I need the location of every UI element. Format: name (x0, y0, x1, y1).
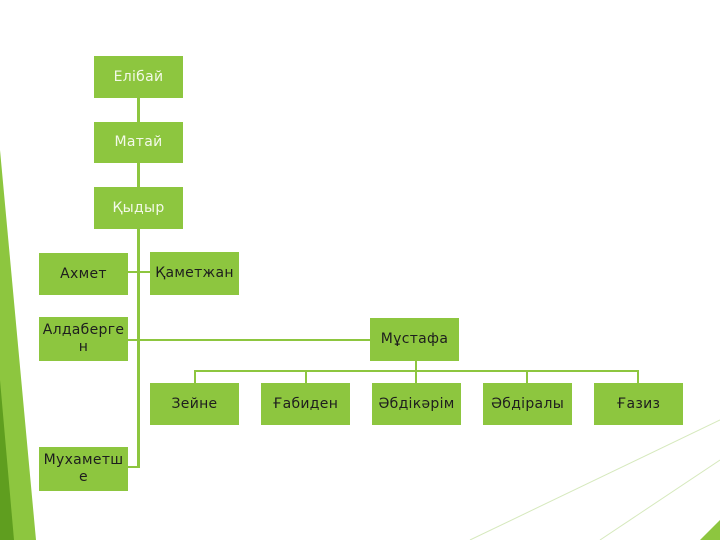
node-mukhametshe-label: Мухаметше (43, 452, 124, 485)
decor-line-1 (469, 419, 720, 540)
node-matai: Матай (94, 122, 183, 163)
connector-mukhametshe (128, 466, 140, 468)
connector-abdiraly (526, 370, 528, 383)
node-mustafa: Мұстафа (370, 318, 459, 361)
node-gaziz-label: Ғазиз (616, 395, 661, 412)
connector-zeine (194, 370, 196, 383)
connector-matai-kydyr (137, 163, 140, 187)
node-abdiraly-label: Әбдіралы (490, 395, 565, 412)
node-elibai-label: Елібай (113, 68, 164, 85)
connector-kametzhan (140, 271, 150, 273)
connector-gaziz (637, 370, 639, 383)
node-kydyr-label: Қыдыр (112, 199, 165, 216)
node-aldabergen: Алдаберген (39, 317, 128, 361)
node-kametzhan-label: Қаметжан (155, 265, 234, 281)
node-kametzhan: Қаметжан (150, 252, 239, 295)
node-elibai: Елібай (94, 56, 183, 98)
node-akhmet-label: Ахмет (60, 265, 107, 282)
connector-gabiden (305, 370, 307, 383)
node-zeine: Зейне (150, 383, 239, 425)
connector-kydyr-trunk (137, 229, 140, 467)
node-akhmet: Ахмет (39, 253, 128, 295)
node-aldabergen-label: Алдаберген (42, 322, 125, 355)
connector-mustafa-down (415, 361, 417, 371)
connector-mustafa (140, 339, 370, 341)
node-zeine-label: Зейне (171, 395, 218, 412)
node-matai-label: Матай (114, 134, 163, 150)
left-accent-triangle (0, 150, 36, 540)
connector-abdikarim (415, 370, 417, 383)
node-abdikarim-label: Әбдікәрім (378, 395, 455, 412)
decor-line-2 (599, 459, 720, 540)
node-gabiden-label: Ғабиден (272, 395, 339, 412)
corner-accent-triangle (700, 520, 720, 540)
node-mukhametshe: Мухаметше (39, 447, 128, 491)
connector-elibai-matai (137, 98, 140, 122)
node-abdiraly: Әбдіралы (483, 383, 572, 425)
node-abdikarim: Әбдікәрім (372, 383, 461, 425)
connector-aldabergen (128, 339, 138, 341)
connector-akhmet (128, 271, 138, 273)
node-gabiden: Ғабиден (261, 383, 350, 425)
node-kydyr: Қыдыр (94, 187, 183, 229)
left-accent-triangle-dark (0, 380, 14, 540)
node-mustafa-label: Мұстафа (380, 331, 449, 347)
node-gaziz: Ғазиз (594, 383, 683, 425)
